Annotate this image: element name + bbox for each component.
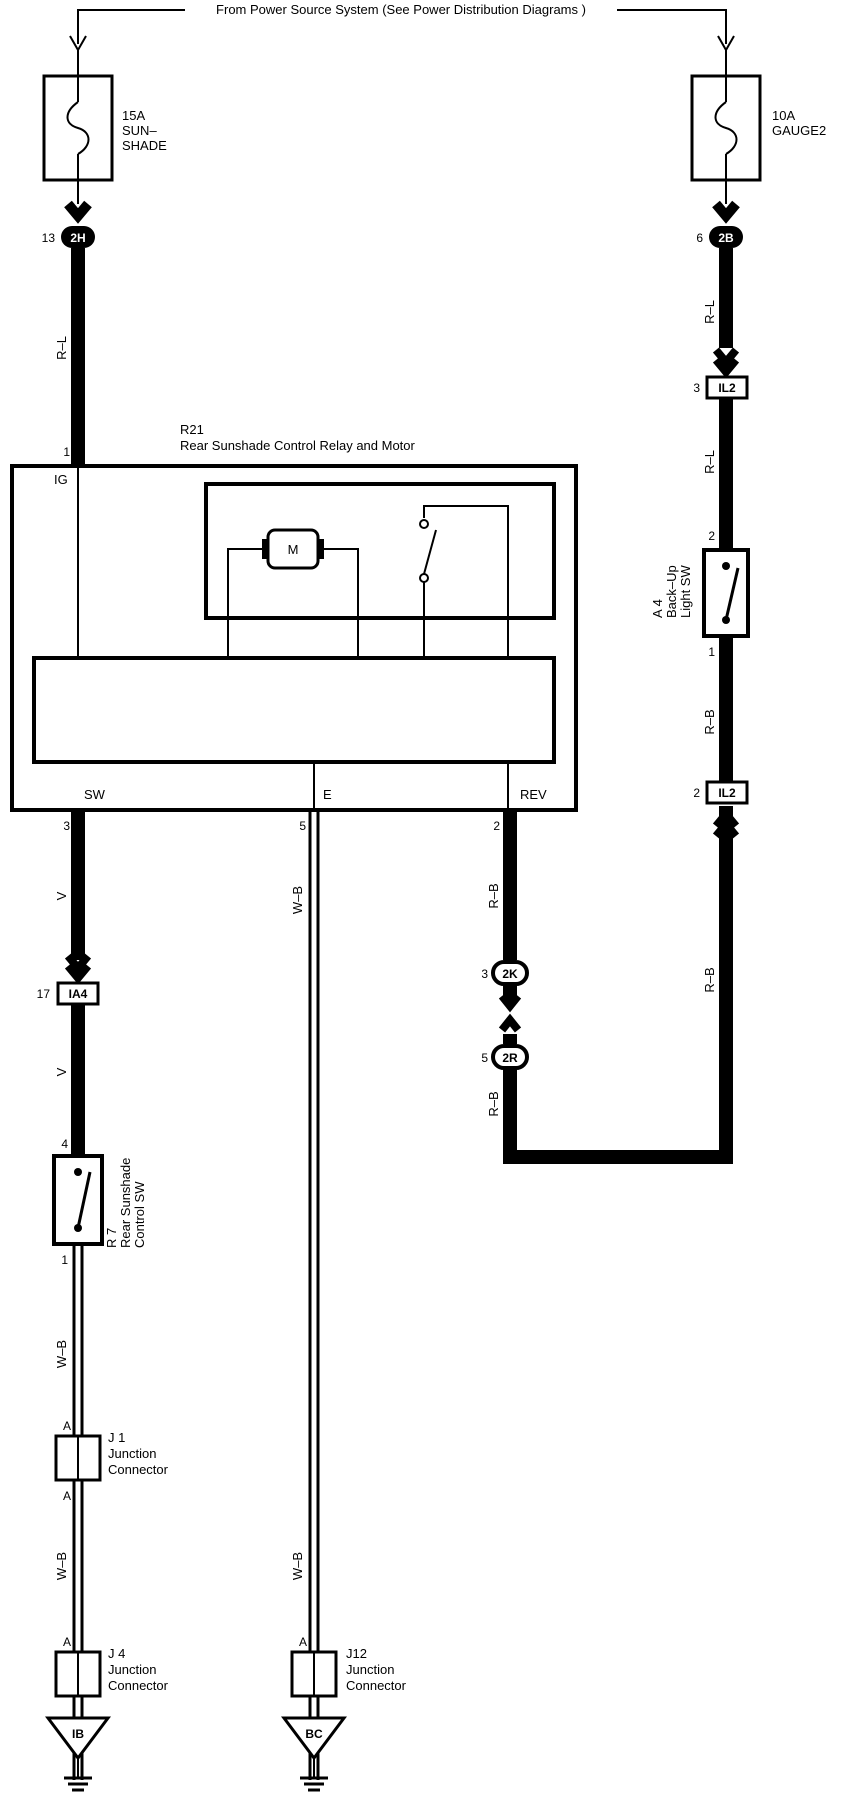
ground-ib: IB (45, 1716, 111, 1792)
connector-ia4: IA4 17 (37, 981, 100, 1006)
wire-label-v-1: V (54, 891, 69, 900)
svg-text:Connector: Connector (108, 1462, 169, 1477)
connector-2h: 2H 13 (42, 226, 95, 248)
fuse-left-amp: 15A (122, 108, 145, 123)
wire-rl-right: R–L R–L (702, 200, 740, 550)
wire-wb-left: W–B W–B (54, 1244, 84, 1780)
svg-text:BC: BC (305, 1727, 323, 1741)
wire-v: V V (54, 810, 92, 1156)
svg-text:A: A (63, 1635, 71, 1649)
svg-text:Junction: Junction (346, 1662, 394, 1677)
svg-text:2K: 2K (502, 967, 518, 981)
sunshade-sw-line1: Rear Sunshade (118, 1158, 133, 1248)
svg-text:A: A (63, 1489, 71, 1503)
wire-label-rl-2: R–L (702, 300, 717, 324)
connector-2k: 2K 3 (481, 960, 529, 986)
svg-text:IA4: IA4 (69, 987, 88, 1001)
rear-sunshade-switch: 4 1 R 7 Rear Sunshade Control SW (52, 1137, 147, 1267)
wire-label-rl-1: R–L (54, 336, 69, 360)
svg-text:Connector: Connector (108, 1678, 169, 1693)
wire-label-v-2: V (54, 1067, 69, 1076)
fuse-left-name: SUN– (122, 123, 157, 138)
wire-label-wb-4: W–B (290, 1552, 305, 1580)
junction-j4: A J 4 Junction Connector (54, 1635, 169, 1698)
svg-text:IB: IB (72, 1727, 84, 1741)
svg-text:Junction: Junction (108, 1446, 156, 1461)
wire-label-rb-1: R–B (702, 709, 717, 734)
svg-text:2H: 2H (70, 231, 85, 245)
wire-label-rb-3: R–B (486, 883, 501, 908)
relay-term-e: E (323, 787, 332, 802)
wire-label-rb-2: R–B (702, 967, 717, 992)
svg-text:Junction: Junction (108, 1662, 156, 1677)
backup-sw-code: A 4 (650, 599, 665, 618)
wire-label-wb-1: W–B (54, 1340, 69, 1368)
fuse-left-name2: SHADE (122, 138, 167, 153)
svg-text:1: 1 (708, 645, 715, 659)
svg-text:3: 3 (481, 967, 488, 981)
motor-icon: M (227, 528, 359, 658)
svg-text:5: 5 (299, 819, 306, 833)
backup-sw-line1: Back–Up (664, 565, 679, 618)
svg-text:A: A (63, 1419, 71, 1433)
fuse-gauge2: 10A GAUGE2 (690, 50, 826, 204)
svg-text:2R: 2R (502, 1051, 518, 1065)
relay-term-rev: REV (520, 787, 547, 802)
svg-text:3: 3 (693, 381, 700, 395)
connector-2r: 2R 5 (481, 1044, 529, 1070)
power-source-line: From Power Source System (See Power Dist… (69, 2, 735, 53)
relay-r21: R21 Rear Sunshade Control Relay and Moto… (10, 422, 578, 833)
wire-rb-rev: R–B R–B (486, 810, 522, 1117)
relay-name: Rear Sunshade Control Relay and Motor (180, 438, 416, 453)
sunshade-sw-code: R 7 (104, 1228, 119, 1248)
fuse-right-name: GAUGE2 (772, 123, 826, 138)
wire-label-wb-3: W–B (54, 1552, 69, 1580)
svg-text:M: M (288, 542, 299, 557)
relay-switch-icon (419, 505, 509, 658)
connector-il2-bottom: IL2 2 (693, 780, 749, 805)
svg-text:Connector: Connector (346, 1678, 407, 1693)
svg-text:5: 5 (481, 1051, 488, 1065)
junction-j12: A J12 Junction Connector (290, 1635, 407, 1698)
svg-text:J12: J12 (346, 1646, 367, 1661)
sunshade-sw-line2: Control SW (132, 1181, 147, 1248)
fuse-sunshade: 15A SUN– SHADE (42, 50, 167, 204)
connector-2b: 2B 6 (696, 226, 743, 248)
relay-code: R21 (180, 422, 204, 437)
svg-text:6: 6 (696, 231, 703, 245)
backup-light-switch: 2 1 A 4 Back–Up Light SW (650, 529, 750, 659)
svg-text:J 1: J 1 (108, 1430, 125, 1445)
svg-text:2B: 2B (718, 231, 734, 245)
ground-bc: BC (281, 1716, 347, 1792)
svg-text:2: 2 (708, 529, 715, 543)
svg-text:4: 4 (61, 1137, 68, 1151)
wire-label-rl-3: R–L (702, 450, 717, 474)
wire-wb-mid: W–B W–B (290, 810, 320, 1780)
svg-text:1: 1 (61, 1253, 68, 1267)
junction-j1: A A J 1 Junction Connector (54, 1419, 169, 1503)
wire-label-rb-4: R–B (486, 1091, 501, 1116)
svg-text:2: 2 (693, 786, 700, 800)
svg-text:17: 17 (37, 987, 51, 1001)
svg-text:3: 3 (63, 819, 70, 833)
power-source-label: From Power Source System (See Power Dist… (216, 2, 586, 17)
backup-sw-line2: Light SW (678, 565, 693, 618)
connector-il2-top: IL2 3 (693, 375, 749, 400)
svg-text:13: 13 (42, 231, 56, 245)
wire-rb-right: R–B R–B (503, 636, 740, 1164)
svg-text:J 4: J 4 (108, 1646, 125, 1661)
wire-rl-left: R–L (54, 200, 92, 468)
svg-text:IL2: IL2 (718, 381, 736, 395)
svg-text:1: 1 (63, 445, 70, 459)
svg-text:A: A (299, 1635, 307, 1649)
fuse-right-amp: 10A (772, 108, 795, 123)
relay-term-sw: SW (84, 787, 106, 802)
svg-text:2: 2 (493, 819, 500, 833)
svg-text:IL2: IL2 (718, 786, 736, 800)
relay-term-ig: IG (54, 472, 68, 487)
wire-label-wb-2: W–B (290, 886, 305, 914)
